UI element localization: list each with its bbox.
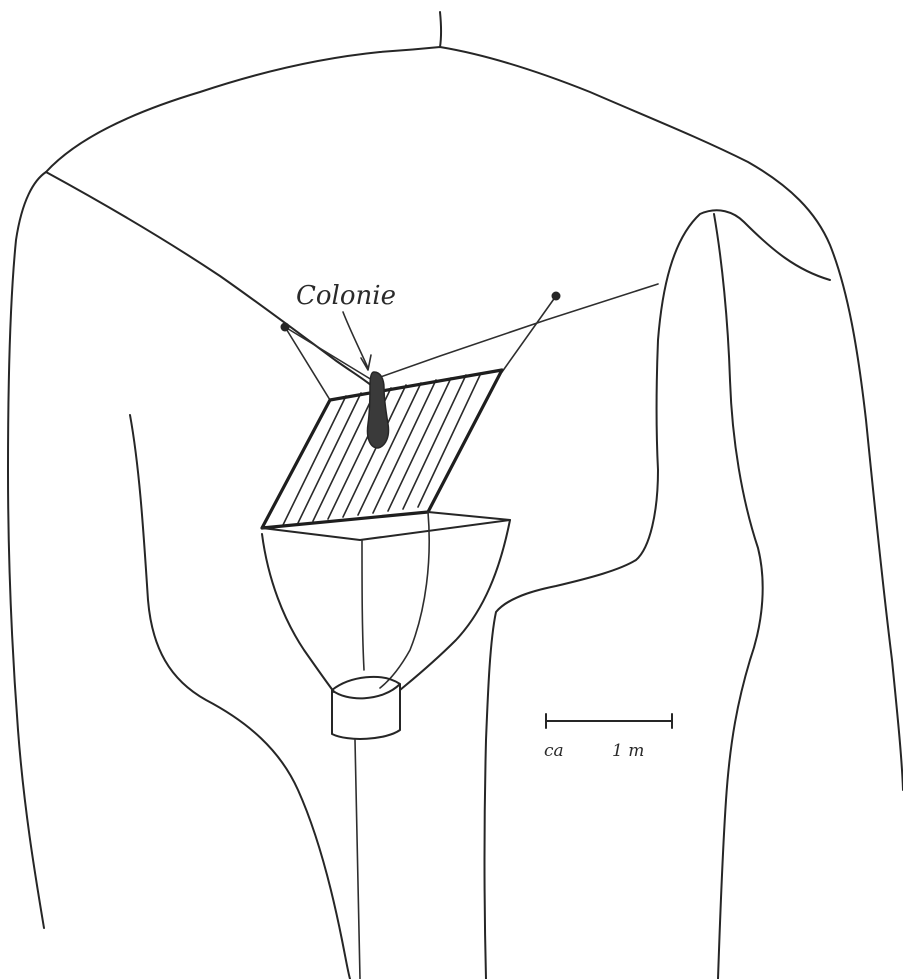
tension-line-right	[372, 284, 658, 380]
funnel-right-side	[400, 520, 510, 690]
scale-bar-value: 1 m	[612, 741, 644, 761]
drain-line	[355, 740, 360, 979]
scale-bar-line	[546, 714, 672, 728]
colony-label: Colonie	[296, 281, 396, 311]
cave-rock-outline	[8, 47, 903, 979]
tension-line-left	[285, 327, 372, 380]
funnel-center-line	[362, 540, 364, 670]
left-rock-fold	[130, 415, 350, 979]
anchor-bolt-left	[281, 323, 290, 332]
anchor-bolt-right	[552, 292, 561, 301]
cave-ceiling-outline	[8, 47, 903, 928]
collection-jar	[332, 677, 400, 739]
funnel-back-line	[380, 512, 429, 688]
scale-bar-prefix: ca	[544, 741, 564, 761]
funnel-left-side	[262, 534, 334, 692]
ceiling-crack-line	[46, 172, 372, 386]
central-rock-column	[485, 210, 831, 979]
colony-arrow	[343, 312, 371, 370]
funnel-collector	[262, 512, 510, 979]
colony-body	[367, 372, 388, 448]
scale-bar: ca 1 m	[544, 714, 672, 761]
suspension-rope	[440, 12, 441, 47]
anchor-line-right	[502, 296, 556, 372]
anchor-line-left	[285, 327, 330, 400]
